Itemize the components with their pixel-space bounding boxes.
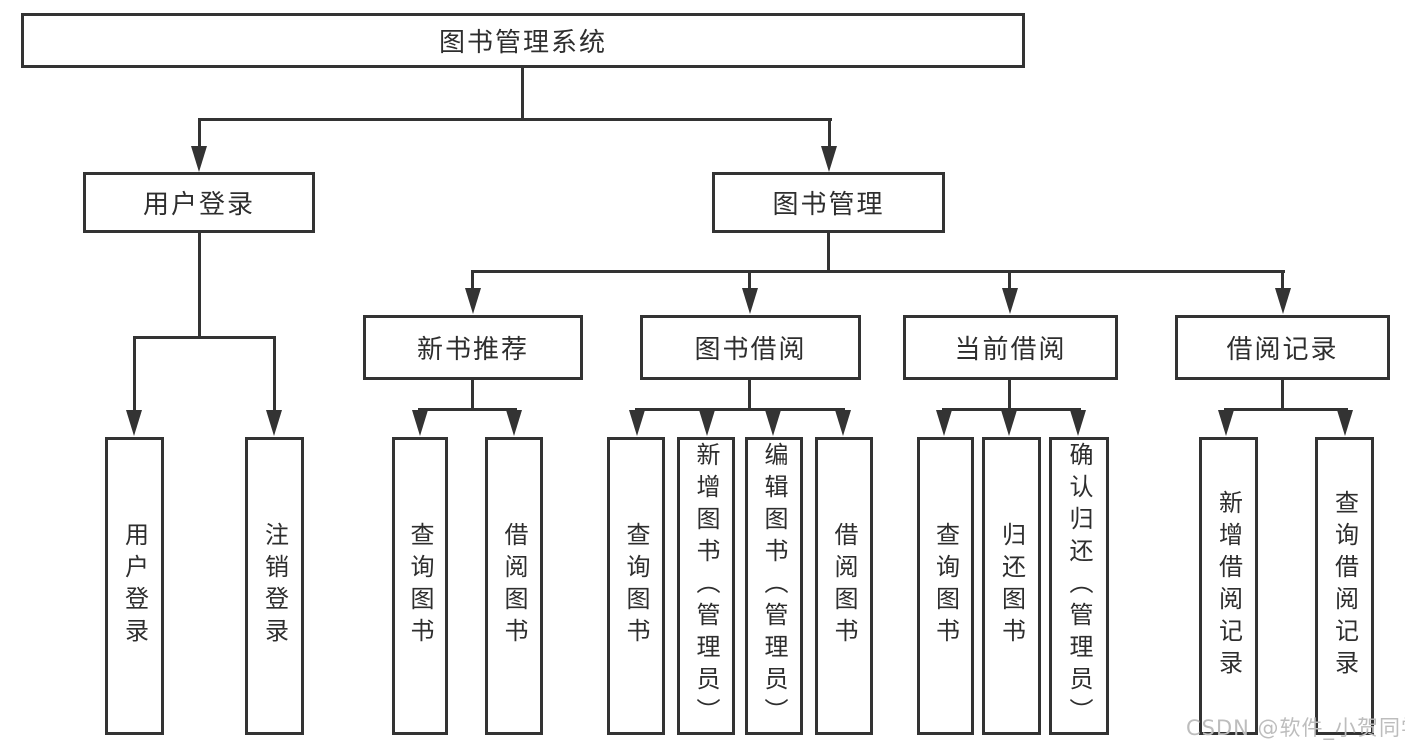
connector-vline (1281, 270, 1284, 290)
node-current-borrowing: 当前借阅 (903, 315, 1118, 380)
arrowhead-down-icon (1002, 288, 1018, 314)
csdn-watermark: CSDN @软件_小贺同学 (1186, 716, 1405, 740)
connector-vline (471, 380, 474, 411)
connector-hline (635, 408, 845, 411)
arrowhead-down-icon (936, 410, 952, 436)
connector-vline (827, 233, 830, 273)
arrowhead-down-icon (506, 410, 522, 436)
node-cb-confirm-return-admin: 确认归还（管理员） (1049, 437, 1109, 735)
node-root: 图书管理系统 (21, 13, 1025, 68)
connector-vline (471, 270, 474, 290)
node-bb-edit-books-admin: 编辑图书（管理员） (745, 437, 803, 735)
node-new-book-recommend: 新书推荐 (363, 315, 583, 380)
connector-hline (1224, 408, 1348, 411)
arrowhead-down-icon (699, 410, 715, 436)
connector-vline (1008, 270, 1011, 290)
node-br-query-borrow-record: 查询借阅记录 (1315, 437, 1374, 735)
node-cb-return-books: 归还图书 (982, 437, 1041, 735)
arrowhead-down-icon (1001, 410, 1017, 436)
connector-vline (1281, 380, 1284, 411)
node-bb-borrow-books: 借阅图书 (815, 437, 873, 735)
arrowhead-down-icon (821, 146, 837, 172)
connector-vline (273, 336, 276, 412)
connector-vline (1008, 380, 1011, 411)
connector-hline (198, 118, 832, 121)
node-nb-query-books: 查询图书 (392, 437, 448, 735)
connector-hline (418, 408, 517, 411)
arrowhead-down-icon (191, 146, 207, 172)
arrowhead-down-icon (765, 410, 781, 436)
node-book-management: 图书管理 (712, 172, 945, 233)
node-nb-borrow-books: 借阅图书 (485, 437, 543, 735)
node-br-add-borrow-record: 新增借阅记录 (1199, 437, 1258, 735)
connector-vline (198, 233, 201, 338)
connector-vline (748, 270, 751, 290)
node-borrow-records: 借阅记录 (1175, 315, 1390, 380)
connector-vline (748, 380, 751, 411)
connector-hline (133, 336, 276, 339)
arrowhead-down-icon (465, 288, 481, 314)
arrowhead-down-icon (412, 410, 428, 436)
arrowhead-down-icon (266, 410, 282, 436)
arrowhead-down-icon (742, 288, 758, 314)
node-bb-query-books: 查询图书 (607, 437, 665, 735)
arrowhead-down-icon (126, 410, 142, 436)
connector-vline (828, 118, 831, 150)
connector-vline (198, 118, 201, 150)
node-bb-add-books-admin: 新增图书（管理员） (677, 437, 735, 735)
node-user-login: 用户登录 (83, 172, 315, 233)
connector-vline (133, 336, 136, 412)
arrowhead-down-icon (1275, 288, 1291, 314)
connector-hline (471, 270, 1285, 273)
connector-vline (521, 68, 524, 120)
arrowhead-down-icon (1218, 410, 1234, 436)
connector-hline (942, 408, 1081, 411)
node-leaf-user-login: 用户登录 (105, 437, 164, 735)
arrowhead-down-icon (629, 410, 645, 436)
node-leaf-logout: 注销登录 (245, 437, 304, 735)
arrowhead-down-icon (1337, 410, 1353, 436)
arrowhead-down-icon (1070, 410, 1086, 436)
node-cb-query-books: 查询图书 (917, 437, 974, 735)
node-book-borrowing: 图书借阅 (640, 315, 861, 380)
arrowhead-down-icon (835, 410, 851, 436)
